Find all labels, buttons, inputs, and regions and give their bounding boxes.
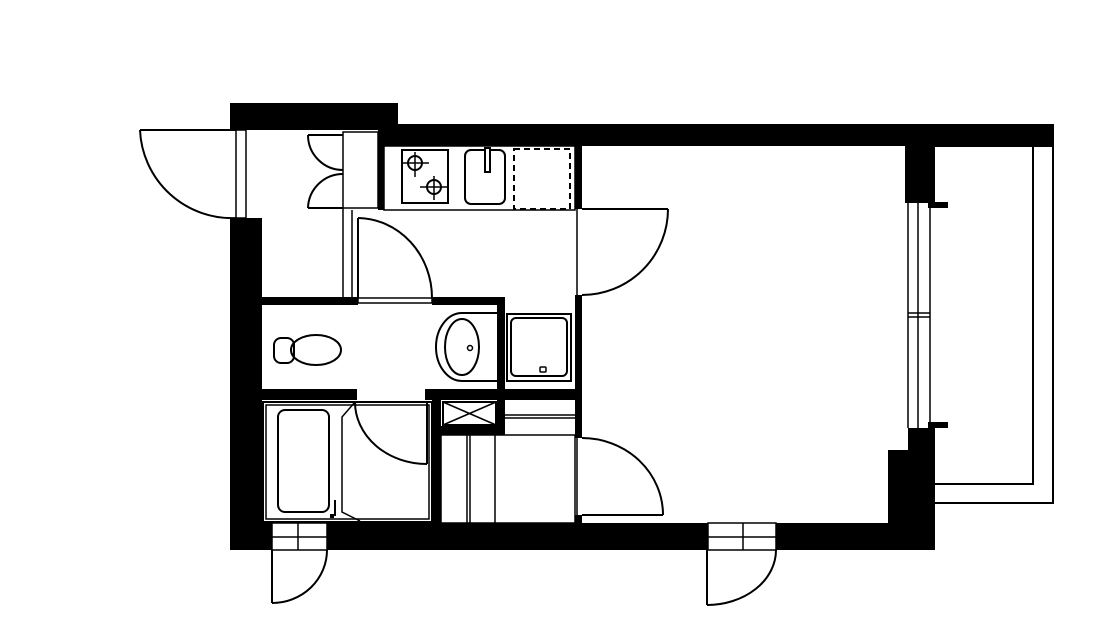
exterior-walls <box>230 103 1054 550</box>
kitchen-sink-icon <box>464 147 506 205</box>
entrance-closet <box>307 130 384 210</box>
main-room-door-upper <box>576 208 669 296</box>
fridge-space <box>513 148 571 210</box>
stove-icon <box>401 149 449 204</box>
main-room-door-lower <box>576 437 664 516</box>
bathroom-exterior-door <box>271 522 328 604</box>
washbasin-icon <box>435 312 497 382</box>
washing-machine-pan-icon <box>506 313 572 382</box>
entrance-door <box>139 129 247 220</box>
main-room-exterior-door <box>706 522 777 606</box>
storage-closet <box>440 414 576 524</box>
interior-walls <box>262 146 582 525</box>
bathroom-door <box>354 401 428 465</box>
pipe-shaft <box>442 401 497 426</box>
window-balcony <box>907 203 931 428</box>
bathroom <box>262 401 433 523</box>
toilet-icon <box>273 334 342 366</box>
bathtub-icon <box>277 409 330 513</box>
